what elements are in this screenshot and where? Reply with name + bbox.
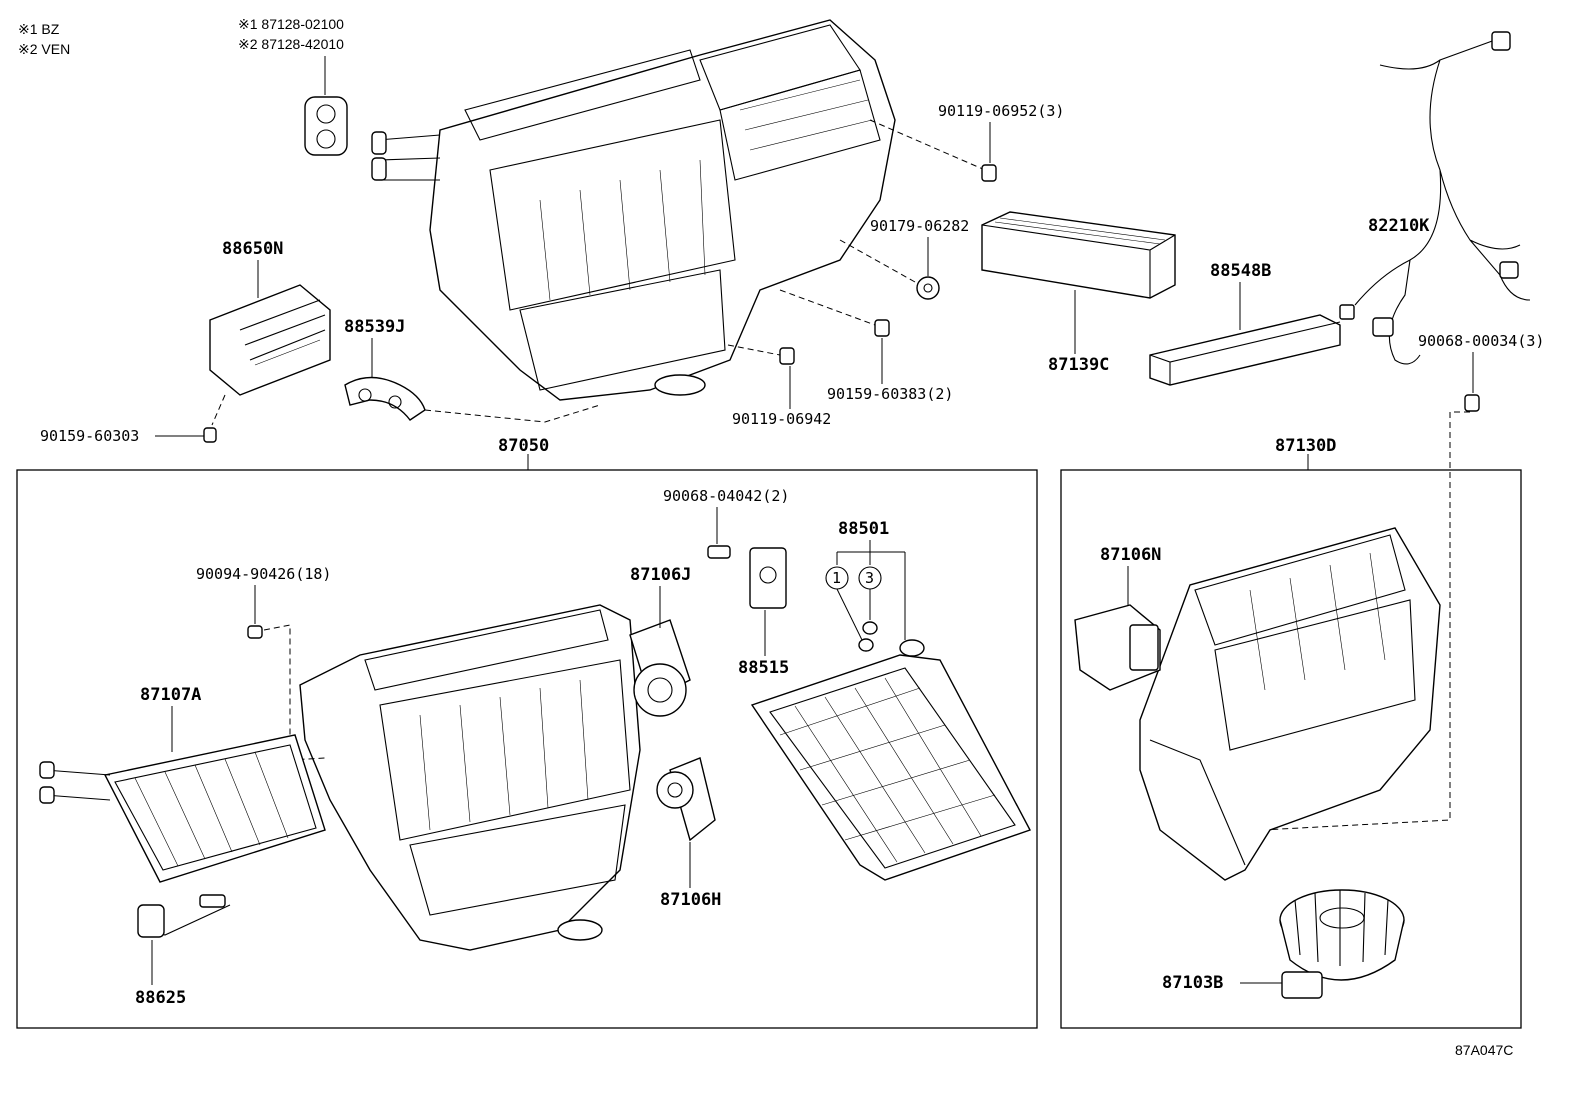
label-90159-60303: 90159-60303 — [40, 427, 139, 445]
servo-motor-87106N — [1074, 604, 1161, 691]
heater-core-87107A — [39, 734, 326, 883]
screw-90119-06952 — [869, 119, 997, 182]
harness-88539J — [344, 376, 601, 423]
assembly-87050-box — [16, 469, 1038, 1029]
hvac-upper-unit — [371, 19, 896, 401]
screw-90094-90426 — [247, 624, 326, 761]
ref-note-1: ※1 87128-02100 — [238, 16, 344, 32]
label-87103B: 87103B — [1162, 973, 1223, 993]
label-88548B: 88548B — [1210, 261, 1271, 281]
cover-88548B — [1149, 314, 1341, 386]
label-87130D: 87130D — [1275, 436, 1336, 456]
label-88501: 88501 — [838, 519, 889, 539]
label-90068-04042: 90068-04042(2) — [663, 487, 789, 505]
label-88539J: 88539J — [344, 317, 405, 337]
label-90159-60383: 90159-60383(2) — [827, 385, 953, 403]
label-88650N: 88650N — [222, 239, 283, 259]
circle-label-3: 3 — [865, 569, 874, 587]
assembly-87130D-box — [1060, 469, 1522, 1029]
diagram-code: 87A047C — [1455, 1042, 1513, 1058]
label-87139C: 87139C — [1048, 355, 1109, 375]
servo-motor-87106J — [629, 619, 691, 717]
label-87106N: 87106N — [1100, 545, 1161, 565]
blower-motor-87103B — [1279, 889, 1405, 999]
note-ven: ※2 VEN — [18, 41, 70, 57]
ref-note-2: ※2 87128-42010 — [238, 36, 344, 52]
label-90119-06952: 90119-06952(3) — [938, 102, 1064, 120]
screw-90159-60383 — [779, 289, 890, 337]
filter-87139C — [981, 211, 1176, 299]
wire-harness-82210K — [1339, 31, 1531, 365]
label-87050: 87050 — [498, 436, 549, 456]
label-87106J: 87106J — [630, 565, 691, 585]
screw-90068-04042 — [707, 545, 731, 559]
label-90179-06282: 90179-06282 — [870, 217, 969, 235]
label-82210K: 82210K — [1368, 216, 1430, 236]
label-88625: 88625 — [135, 988, 186, 1008]
sensor-88625 — [137, 894, 231, 938]
servo-motor-87106H — [656, 757, 716, 842]
label-88515: 88515 — [738, 658, 789, 678]
label-87106H: 87106H — [660, 890, 721, 910]
screw-90159-60303 — [203, 394, 226, 443]
nut-90179-06282 — [839, 239, 940, 300]
label-90094-90426: 90094-90426(18) — [196, 565, 331, 583]
callout-circle-3: 3 — [858, 566, 882, 620]
hvac-lower-unit — [299, 604, 641, 951]
circle-label-1: 1 — [832, 569, 841, 587]
screw-90068-00034 — [1261, 394, 1480, 831]
screw-90119-06942 — [727, 344, 795, 365]
note-bz: ※1 BZ — [18, 21, 60, 37]
callout-circle-1: 1 — [825, 566, 863, 641]
blower-unit-87130D — [1139, 527, 1441, 881]
expansion-valve-88515 — [749, 547, 787, 609]
evaporator-core — [750, 639, 1032, 881]
label-90068-00034: 90068-00034(3) — [1418, 332, 1544, 350]
grommet-part — [304, 96, 348, 156]
module-88650N — [209, 284, 331, 396]
o-rings-88501 — [858, 621, 878, 652]
label-90119-06942: 90119-06942 — [732, 410, 831, 428]
label-87107A: 87107A — [140, 685, 201, 705]
